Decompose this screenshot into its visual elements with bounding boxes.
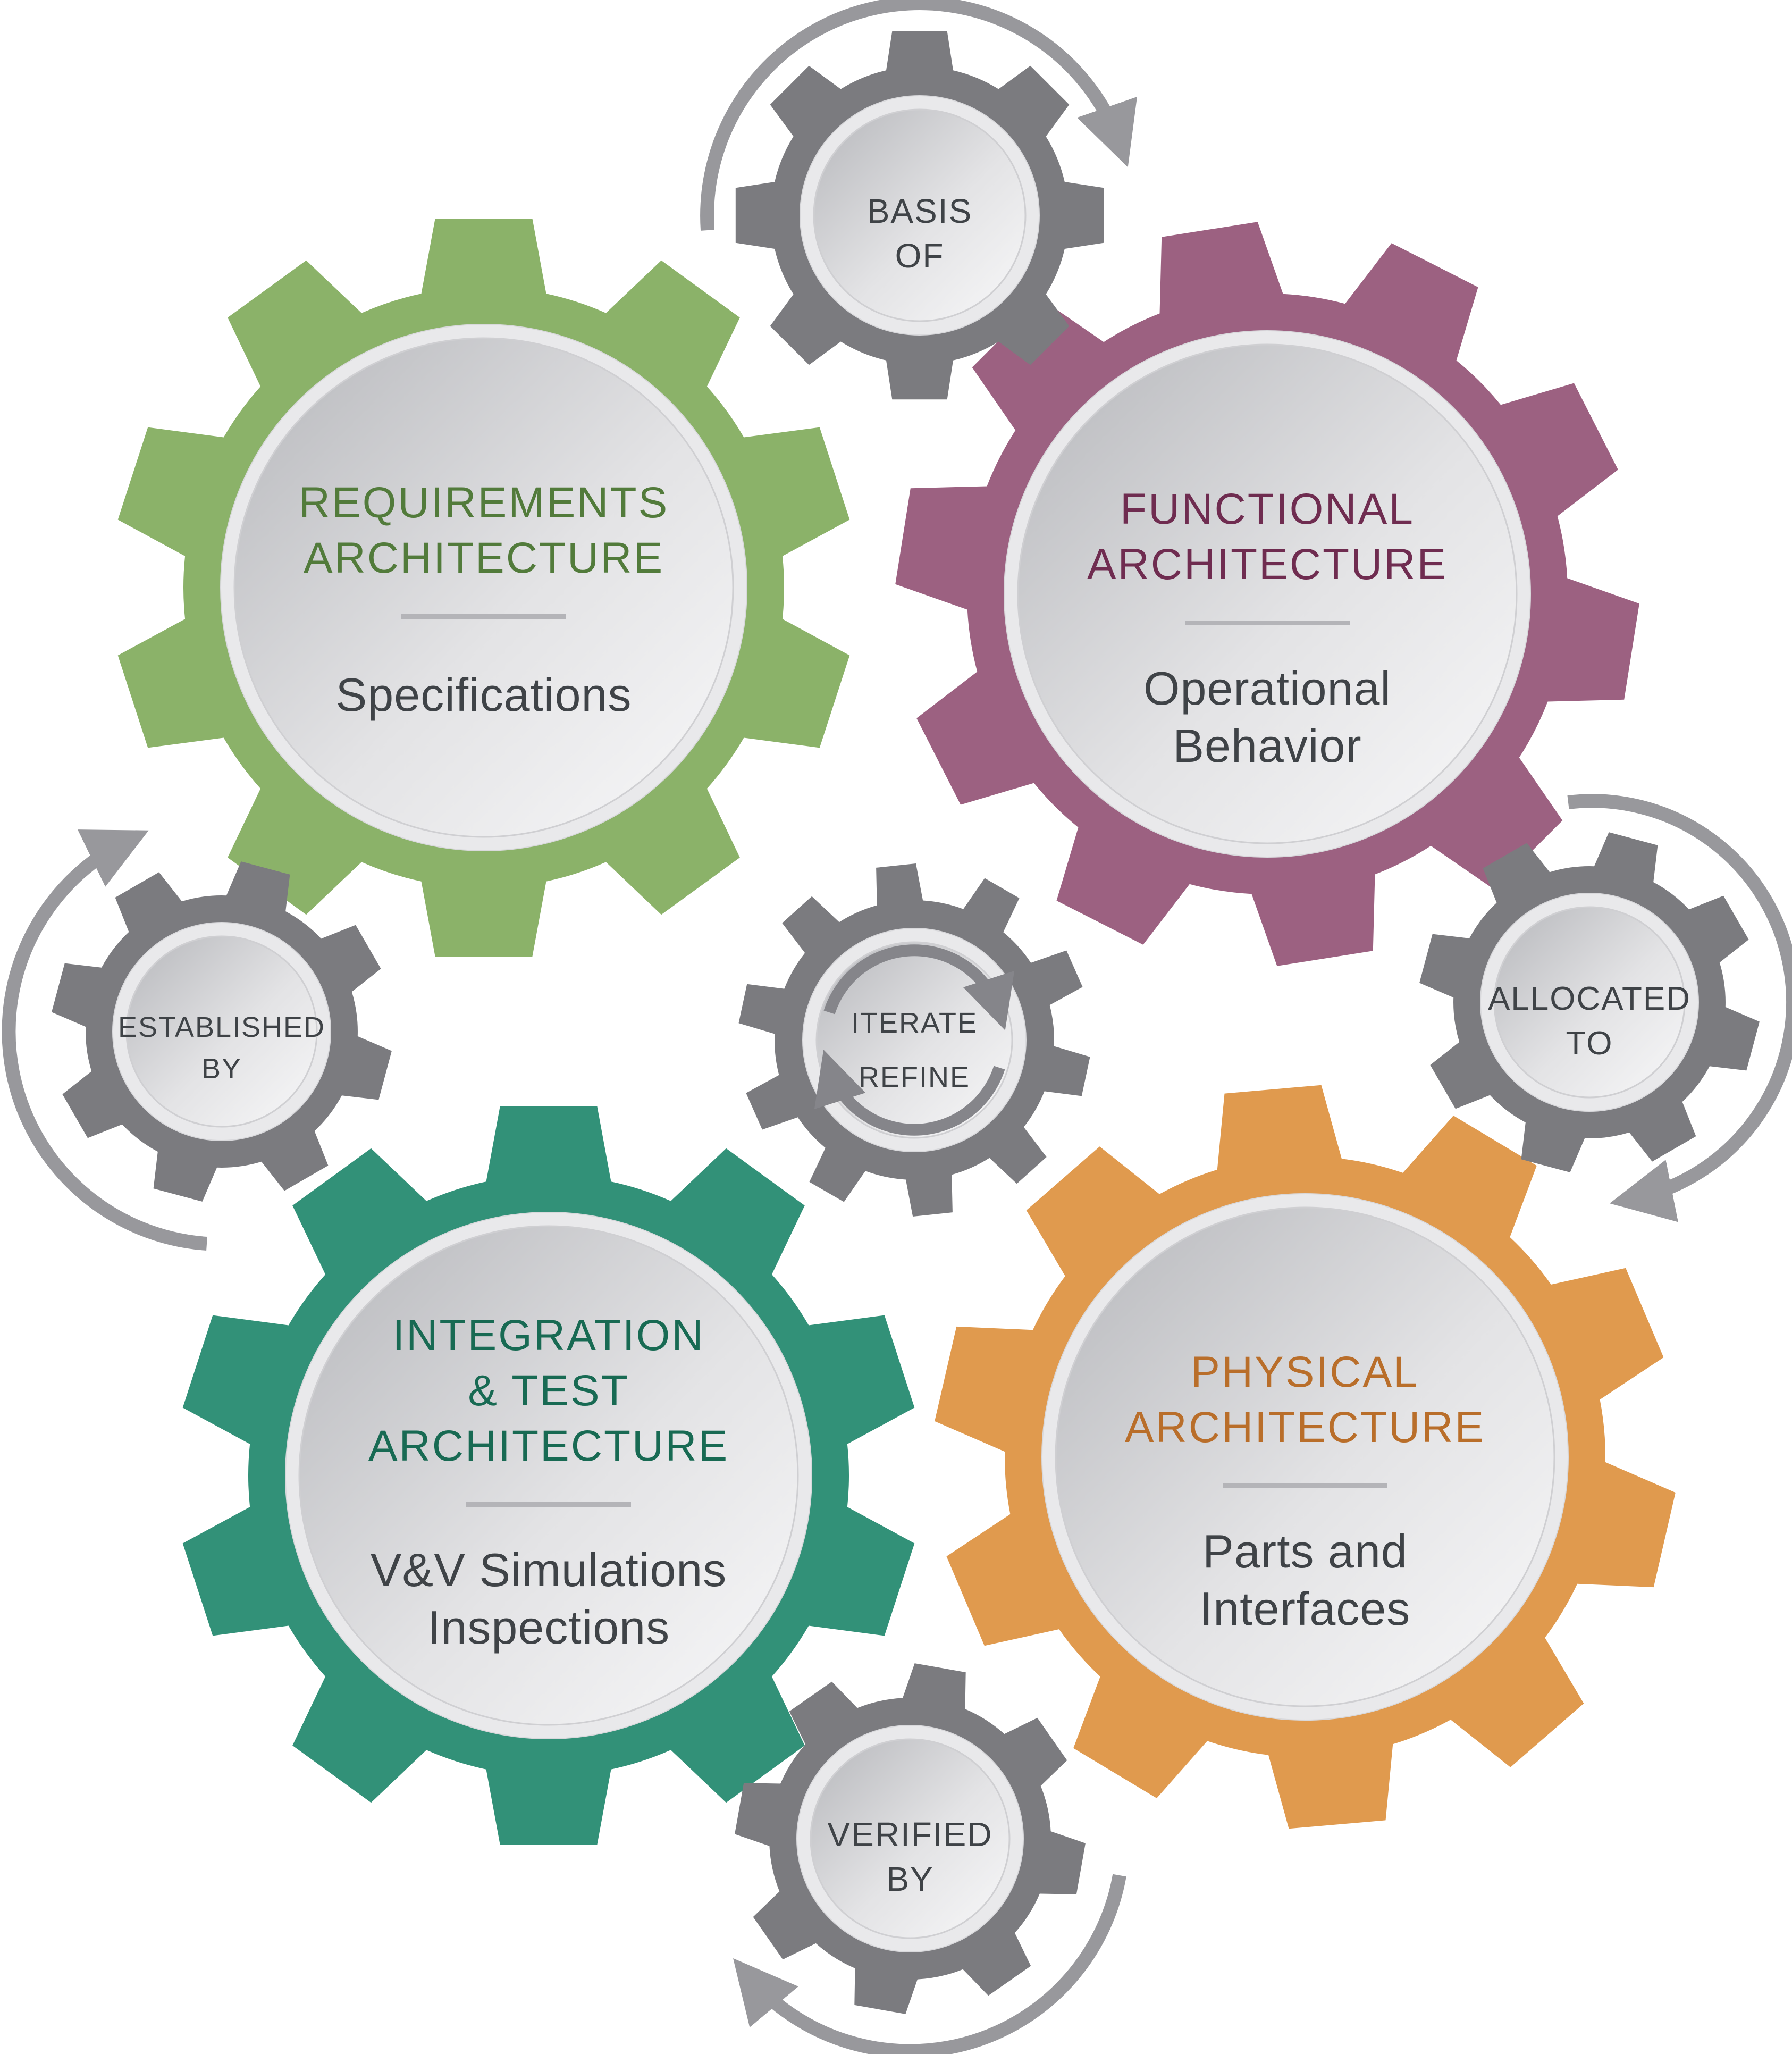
gear-basis-of: BASIS OF: [735, 31, 1104, 400]
gear-title-line: PHYSICAL: [1191, 1348, 1419, 1396]
gear-allocated-to: ALLOCATED TO: [1419, 832, 1760, 1172]
gear-subtitle-line: Behavior: [1173, 719, 1361, 772]
arrow-arc-allocated-to: [1567, 794, 1792, 1222]
divider-line: [401, 614, 566, 619]
divider-line: [466, 1502, 631, 1507]
gear-disc: [1493, 906, 1686, 1099]
gear-disc: [813, 108, 1027, 322]
gear-disc: [815, 941, 1013, 1139]
divider-line: [1223, 1483, 1387, 1488]
gear-label-line: OF: [895, 237, 945, 275]
gear-subtitle-line: Specifications: [336, 668, 632, 721]
arrow-arc-verified-by: [733, 1874, 1126, 2054]
gear-title-line: & TEST: [468, 1366, 629, 1415]
gear-disc: [125, 935, 318, 1128]
gear-label-line: VERIFIED: [827, 1815, 992, 1854]
arrow-arc-established-by: [2, 829, 207, 1251]
gear-title-line: REQUIREMENTS: [299, 479, 669, 527]
gear-verified-by: VERIFIED BY: [735, 1663, 1086, 2014]
gear-label-line: ITERATE: [851, 1007, 978, 1039]
gear-subtitle-line: V&V Simulations: [371, 1544, 727, 1596]
arrow-arc-basis-of: [700, 0, 1137, 231]
gear-disc: [1055, 1206, 1555, 1707]
gear-title-line: ARCHITECTURE: [368, 1422, 729, 1470]
gear-title-line: FUNCTIONAL: [1120, 485, 1415, 533]
gear-label-line: BASIS: [867, 192, 973, 230]
gear-label-line: TO: [1566, 1025, 1613, 1062]
gear-functional-architecture: FUNCTIONAL ARCHITECTURE OperationalBehavio…: [895, 222, 1639, 966]
gear-label-line: ALLOCATED: [1488, 980, 1691, 1017]
gear-established-by: ESTABLISHED BY: [52, 861, 392, 1202]
gear-label-line: BY: [886, 1860, 933, 1898]
iterate-cycle-arrow-top: [823, 944, 1015, 1030]
gear-disc: [810, 1738, 1011, 1939]
gear-title-line: INTEGRATION: [392, 1311, 704, 1360]
iterate-cycle-arrow-bottom: [814, 1050, 1005, 1136]
gear-disc: [1017, 343, 1518, 844]
gear-label-line: REFINE: [859, 1061, 970, 1093]
gear-subtitle-line: Interfaces: [1200, 1582, 1410, 1635]
divider-line: [1185, 621, 1350, 625]
gear-iterate-refine: ITERATE REFINE: [738, 863, 1090, 1217]
gear-title-line: ARCHITECTURE: [304, 534, 664, 582]
gear-subtitle-line: Operational: [1143, 662, 1391, 715]
gear-disc: [233, 337, 734, 838]
gear-requirements-architecture: REQUIREMENTS ARCHITECTURE Specifications: [117, 219, 850, 957]
gear-subtitle-line: Inspections: [427, 1601, 670, 1654]
gear-title-line: ARCHITECTURE: [1125, 1403, 1485, 1452]
gear-title-line: ARCHITECTURE: [1087, 540, 1448, 589]
gear-label-line: ESTABLISHED: [118, 1011, 325, 1043]
gear-label-line: BY: [201, 1053, 242, 1085]
gear-integration-test-architecture: INTEGRATION & TEST ARCHITECTURE V&V Simulat…: [182, 1106, 915, 1845]
gear-disc: [298, 1225, 799, 1726]
gear-subtitle-line: Parts and: [1202, 1525, 1408, 1578]
